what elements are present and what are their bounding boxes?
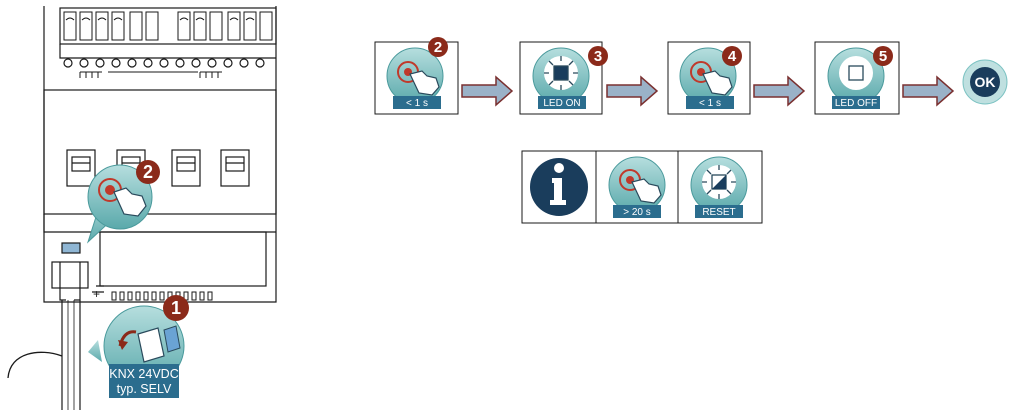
step-badge-2 <box>136 160 160 184</box>
info-icon <box>530 158 588 216</box>
step-badge-1 <box>163 295 189 321</box>
step-2-badge: 3 <box>594 48 602 65</box>
svg-text:+: + <box>93 287 100 301</box>
programming-led <box>61 242 81 254</box>
label-field <box>99 231 267 287</box>
step-4-label: LED OFF <box>835 98 877 109</box>
step-1-badge: 2 <box>434 39 442 56</box>
step-3-badge: 4 <box>728 48 737 65</box>
info-panel: > 20 s RESET <box>521 150 763 224</box>
arrow-right-icon <box>606 75 659 107</box>
channel-switches <box>66 149 250 187</box>
long-press-cell: > 20 s <box>608 156 666 218</box>
step-badge-2-label: 2 <box>143 162 153 182</box>
knx-label-line1: KNX 24VDC <box>109 367 178 381</box>
press-button-icon <box>631 178 662 204</box>
reset-label: RESET <box>702 207 735 218</box>
long-press-label: > 20 s <box>623 207 651 218</box>
led-off-icon <box>848 65 864 81</box>
press-button-icon <box>702 70 733 96</box>
press-button-icon <box>409 70 440 96</box>
knx-device: + <box>7 6 277 410</box>
step-1-label: < 1 s <box>406 98 428 109</box>
reset-cell: RESET <box>690 156 748 218</box>
device-press-callout: 2 <box>86 160 160 244</box>
connect-callout: KNX 24VDC typ. SELV 1 <box>88 295 189 398</box>
arrow-right-icon <box>902 75 955 107</box>
ok-label: OK <box>975 74 996 90</box>
terminal-screws <box>63 11 273 41</box>
knx-label-box <box>109 364 179 398</box>
sequence-step-3: < 1 s 4 <box>667 41 751 115</box>
front-panel <box>43 89 277 215</box>
pin-row <box>63 58 265 68</box>
step-4-badge: 5 <box>879 48 887 65</box>
ok-badge: OK <box>962 59 1008 105</box>
sequence-step-2: LED ON 3 <box>519 41 608 115</box>
sequence-step-1: < 1 s 2 <box>374 37 459 115</box>
step-3-label: < 1 s <box>699 98 721 109</box>
sequence-step-4: LED OFF 5 <box>814 41 900 115</box>
step-2-label: LED ON <box>543 98 580 109</box>
knx-label-line2: typ. SELV <box>117 382 172 396</box>
housing-outline <box>43 6 277 303</box>
knx-connector <box>51 261 89 289</box>
knx-cable <box>7 288 81 410</box>
bottom-pins <box>111 291 213 301</box>
reset-led-icon <box>702 165 736 199</box>
arrow-right-icon <box>461 75 514 107</box>
connector-plug-icon <box>137 327 165 363</box>
led-on-icon <box>544 56 578 90</box>
hand-press-icon <box>113 187 147 217</box>
step-badge-1-label: 1 <box>171 298 181 318</box>
arrow-right-icon <box>753 75 806 107</box>
